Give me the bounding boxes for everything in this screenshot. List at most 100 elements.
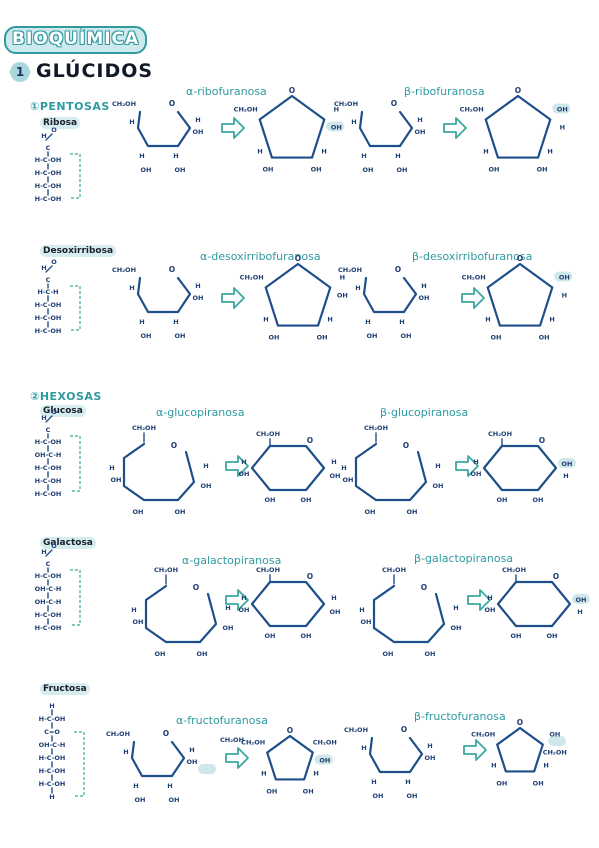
substituent: OH [539,334,550,342]
substituent-h: H [167,782,172,790]
carbon-label: C [46,426,51,434]
ring-oxygen: O [295,254,301,263]
substituent: OH [497,496,508,504]
substituent-h: H [487,594,492,602]
arrow-icon [443,117,467,139]
open-ring-bond [372,584,446,644]
highlight-oh [326,121,345,132]
aldehyde-h: H [41,264,46,272]
ch2oh-group: CH₂OH [382,566,406,574]
ch2oh-group: CH₂OH [132,424,156,432]
chain-group: H-C-H [37,288,58,296]
chain-group: H-C-OH [35,624,62,632]
substituent: OH [415,128,426,136]
highlight-oh [198,764,216,774]
chain-group: H-C-OH [35,572,62,580]
chain-group: H-C-OH [39,767,66,775]
anomeric-group: OH [559,273,570,281]
substituent: OH [547,632,558,640]
ring-oxygen: O [421,583,427,592]
substituent-h: H [131,606,136,614]
substituent-h: H [421,282,426,290]
substituent-h: H [405,778,410,786]
substituent-h: H [173,152,178,160]
anomeric-group: OH [576,596,587,604]
substituent: OH [175,166,186,174]
substituent-h: H [543,761,548,769]
caption-beta-galactopiranosa: β-galactopiranosa [414,552,514,565]
open-fructose-b [368,736,424,774]
chain-group: H-C-OH [39,780,66,788]
ring-oxygen: O [169,265,175,274]
open-ribose-b [358,110,414,148]
anomeric-group: OH [330,472,341,480]
chain-group: C=O [44,728,60,736]
substituent-h: H [139,318,144,326]
substituent: OH [511,632,522,640]
substituent-h: H [263,316,268,324]
substituent-h: H [483,148,488,156]
substituent-h: H [195,282,200,290]
ring-oxygen: O [553,572,559,581]
furanose-ring [496,726,544,773]
sugar-glucosa: Glucosa [40,405,86,417]
substituent: OH [239,470,250,478]
substituent: OH [193,128,204,136]
substituent-h: H [313,769,318,777]
substituent-h: H [129,284,134,292]
arrow-icon [221,117,245,139]
substituent-h: H [261,769,266,777]
pyranose-ring [482,444,558,492]
ring-oxygen: O [307,436,313,445]
chain-group: H-C-OH [35,301,62,309]
ring-oxygen: O [193,583,199,592]
substituent-h: H [139,152,144,160]
substituent: OH [311,166,322,174]
substituent-h: H [547,148,552,156]
chain-group: H-C-OH [35,156,62,164]
caption-alpha-ribofuranosa: α-ribofuranosa [186,85,267,98]
sugar-ribosa: Ribosa [40,117,81,129]
substituent-h: H [189,746,194,754]
substituent: OH [265,632,276,640]
ch2oh-group: CH₂OH [460,105,484,113]
substituent-h: H [577,608,582,616]
ring-oxygen: O [403,441,409,450]
substituent: OH [433,482,444,490]
substituent: OH [317,334,328,342]
ch2oh-group: CH₂OH [502,566,526,574]
open-deoxy [136,276,192,314]
anomeric-group: OH [319,757,330,765]
anomeric-group: H [334,105,339,113]
ch2oh-group: CH₂OH [154,566,178,574]
substituent: OH [187,758,198,766]
chain-group: H [49,702,54,710]
arrow-icon [467,589,491,611]
substituent: OH [363,166,374,174]
bond-line [45,549,53,557]
substituent: OH [135,796,146,804]
substituent-h: H [203,462,208,470]
substituent-h: H [195,116,200,124]
substituent-h: H [361,152,366,160]
open-ribose [136,110,192,148]
anomeric-group: CH₂OH [313,739,337,747]
anomeric-group: OH [337,291,348,299]
ring-oxygen: O [163,729,169,738]
substituent: OH [419,294,430,302]
chain-group: H-C-OH [39,715,66,723]
open-deoxy-b [362,276,418,314]
carbon-label: C [46,276,51,284]
substituent: OH [537,166,548,174]
substituent: OH [301,496,312,504]
ch2oh-group: CH₂OH [112,100,136,108]
bond-line [45,133,53,141]
ch2oh-group: CH₂OH [334,100,358,108]
substituent: OH [223,624,234,632]
highlight-oh [548,736,566,746]
furanose-ring [264,262,332,327]
ch2oh-group: CH₂OH [462,273,486,281]
substituent-h: H [257,148,262,156]
highlight-oh [558,458,576,468]
bracket-ribosa [70,153,81,199]
